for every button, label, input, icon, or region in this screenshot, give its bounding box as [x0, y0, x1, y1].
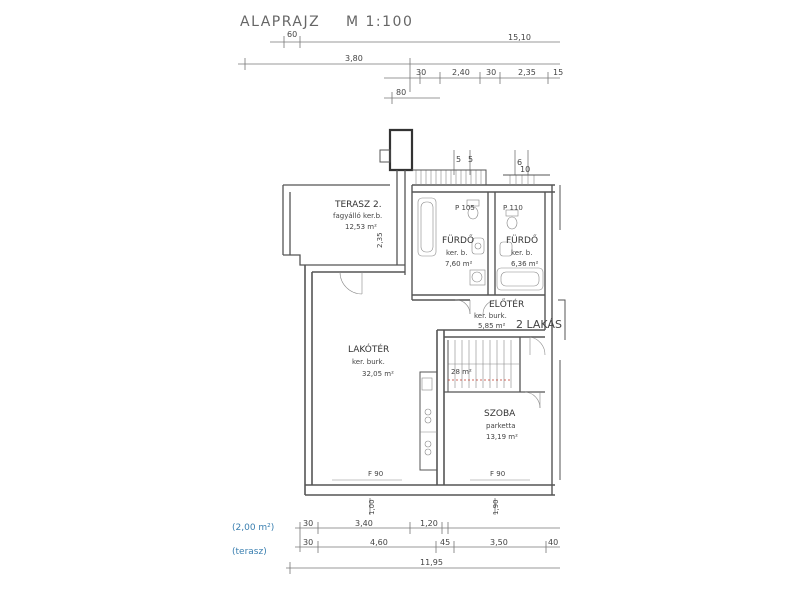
- bdim-4-60: 4,60: [370, 538, 388, 547]
- room-eloter-area: 5,85 m²: [478, 322, 506, 330]
- doors: [339, 271, 546, 409]
- dim-5a: 5: [456, 155, 461, 164]
- room-furdo2-area: 6,36 m²: [511, 260, 539, 268]
- drawing-title: ALAPRAJZ: [240, 14, 320, 30]
- room-szoba-area: 13,19 m²: [486, 433, 518, 441]
- bdim-11-95: 11,95: [420, 558, 443, 567]
- bdim-3-50: 3,50: [490, 538, 508, 547]
- room-furdo1-floor: ker. b.: [446, 249, 467, 257]
- bottom-dimension-lines: [286, 522, 560, 574]
- dim-6: 6: [517, 158, 522, 167]
- top-dimension-lines: [238, 36, 560, 104]
- drawing-scale: M 1:100: [346, 14, 413, 30]
- room-lakoter-floor: ker. burk.: [352, 358, 385, 366]
- bathtub-1: [417, 197, 437, 257]
- dim-80: 80: [396, 88, 406, 97]
- sink-1: [471, 237, 485, 255]
- room-furdo1-name: FÜRDŐ: [442, 235, 474, 246]
- walls: [282, 128, 566, 496]
- stair-note: 28 m²: [451, 368, 472, 376]
- room-eloter-name: ELŐTÉR: [489, 298, 524, 310]
- bdim-30a: 30: [303, 519, 313, 528]
- bottom-note-terasz: (terasz): [232, 547, 267, 557]
- dim-2-35: 2,35: [518, 68, 536, 77]
- dim-30a: 30: [416, 68, 426, 77]
- sink-2: [499, 241, 513, 257]
- door-mark-105: P 105: [455, 204, 475, 212]
- bdim-45: 45: [440, 538, 450, 547]
- bathtub-2: [496, 267, 544, 291]
- dim-10: 10: [520, 165, 530, 174]
- room-szoba-floor: parketta: [486, 422, 516, 430]
- bottom-note-area: (2,00 m²): [232, 523, 274, 533]
- dim-15: 15: [553, 68, 563, 77]
- bdim-30b: 30: [303, 538, 313, 547]
- room-lakoter-area: 32,05 m²: [362, 370, 394, 378]
- room-terasz-name: TERASZ 2.: [334, 200, 382, 210]
- terrace-railing: [379, 149, 550, 185]
- room-furdo2-floor: ker. b.: [511, 249, 532, 257]
- staircase: [447, 340, 520, 392]
- dim-3-80: 3,80: [345, 54, 363, 63]
- bdim-1-20: 1,20: [420, 519, 438, 528]
- room-terasz-floor: fagyálló ker.b.: [333, 212, 382, 220]
- dim-60: 60: [287, 30, 297, 39]
- room-eloter-floor: ker. burk.: [474, 312, 507, 320]
- kitchen-fixtures: [420, 377, 437, 456]
- bdim-3-40: 3,40: [355, 519, 373, 528]
- bdim-40: 40: [548, 538, 558, 547]
- room-furdo2-name: FÜRDŐ: [506, 235, 538, 246]
- dim-2-40: 2,40: [452, 68, 470, 77]
- vertical-dim-lakoter: 1,00: [368, 499, 376, 515]
- washing-machine-1: [469, 269, 486, 286]
- dim-30b: 30: [486, 68, 496, 77]
- toilet-2: [505, 209, 519, 230]
- apartment-tag: 2 LAKÁS: [516, 318, 562, 331]
- vertical-dim-2-35: 2,35: [376, 232, 384, 248]
- terrace-dimension-ticks: [453, 150, 529, 175]
- dim-5b: 5: [468, 155, 473, 164]
- door-mark-110: P 110: [503, 204, 523, 212]
- window-lakoter: F 90: [368, 470, 383, 478]
- room-szoba-name: SZOBA: [484, 409, 516, 419]
- window-marks: [332, 479, 530, 515]
- vertical-dim-szoba: 1,90: [492, 499, 500, 515]
- dim-15-10: 15,10: [508, 33, 531, 42]
- room-lakoter-name: LAKÓTÉR: [348, 343, 389, 355]
- toilet-1: [466, 199, 480, 220]
- room-furdo1-area: 7,60 m²: [445, 260, 473, 268]
- window-szoba: F 90: [490, 470, 505, 478]
- room-terasz-area: 12,53 m²: [345, 223, 377, 231]
